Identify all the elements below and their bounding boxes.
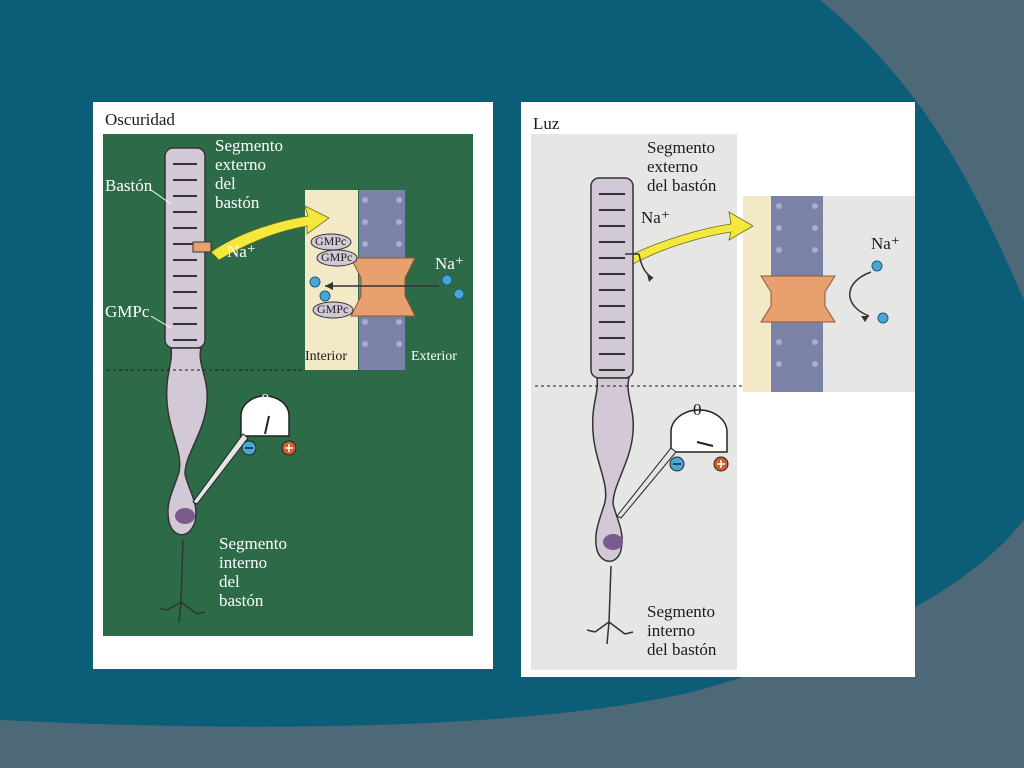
light-diagram (531, 134, 915, 670)
light-yellow-arrow (628, 211, 754, 265)
dark-gmpc-label: GMPc (105, 302, 150, 321)
inset-interior-label: Interior (305, 349, 347, 364)
inset-gmpc-label-2: GMPc (321, 250, 353, 264)
dark-rod-label: Bastón (105, 176, 153, 195)
light-inner-segment-label: Segmento interno del bastón (647, 602, 717, 659)
light-gray-background (531, 134, 737, 670)
sodium-ion (453, 288, 465, 300)
dark-meter-zero: 0 (261, 390, 270, 409)
inset-na-label: Na⁺ (435, 254, 464, 273)
light-title: Luz (533, 114, 560, 133)
darkness-title: Oscuridad (105, 110, 175, 129)
dark-outer-segment-label: Segmento externo del bastón (215, 136, 283, 212)
inset-gmpc-label-3: GMPc (317, 302, 349, 316)
light-outer-segment-label: Segmento externo del bastón (647, 138, 717, 195)
sodium-ion (309, 276, 321, 288)
light-inset-na-label: Na⁺ (871, 234, 900, 253)
darkness-panel: Oscuridad Segmento externo del bastón Ba… (93, 102, 493, 669)
light-voltmeter (616, 409, 729, 519)
sodium-ion (877, 312, 889, 324)
light-rod-cell (586, 177, 654, 645)
dark-yellow-arrow (210, 205, 330, 261)
inset-gmpc-label-1: GMPc (315, 234, 347, 248)
light-meter-zero: 0 (693, 400, 702, 419)
inset-exterior-label: Exterior (411, 349, 457, 364)
light-na-label: Na⁺ (641, 208, 670, 227)
sodium-ion (441, 274, 453, 286)
dark-rod-cell (158, 147, 212, 623)
sodium-ion (871, 260, 883, 272)
dark-membrane-inset (305, 190, 471, 370)
darkness-diagram (103, 134, 473, 636)
light-membrane-inset (743, 196, 915, 392)
light-panel: Luz Segmento externo del bastón Na⁺ Na⁺ … (521, 102, 915, 677)
dark-voltmeter (192, 395, 297, 505)
dark-na-label: Na⁺ (227, 242, 256, 261)
sodium-ion (319, 290, 331, 302)
dark-inner-segment-label: Segmento interno del bastón (219, 534, 287, 610)
